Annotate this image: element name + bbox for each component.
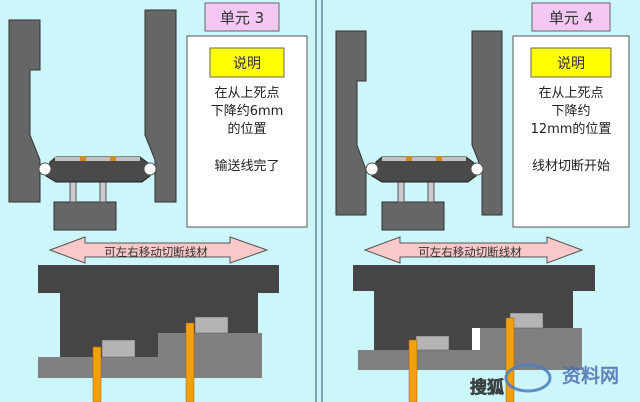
panel-unit-4: 单元 4 说明 在从上死点 下降约 12mm的位置 线材切断开始 可左右移动切断… <box>335 2 630 402</box>
note-line: 输送线完了 <box>214 158 279 174</box>
roller <box>143 162 157 176</box>
cutter-block <box>415 335 450 351</box>
note-line: 线材切断开始 <box>532 159 610 174</box>
lower-die-plate <box>358 350 582 370</box>
support-block <box>53 201 117 231</box>
panel-unit-3: 单元 3 说明 在从上死点 下降约6mm 的位置 输送线完了 可左右移动切断线材 <box>8 2 308 402</box>
orange-pin <box>505 317 515 402</box>
wire-contact <box>80 156 86 161</box>
note-line: 下降约6mm <box>211 104 284 119</box>
note-header-box <box>530 47 612 78</box>
move-arrow <box>363 236 584 264</box>
support-block <box>381 201 445 231</box>
note-header: 说明 <box>557 56 585 72</box>
cutter-block <box>101 339 136 358</box>
orange-pin <box>408 339 418 402</box>
note-line: 在从上死点 <box>214 86 279 101</box>
note-line: 的位置 <box>227 121 266 137</box>
lower-die-step <box>158 333 262 357</box>
watermark: 搜狐 资料网 <box>470 363 619 398</box>
unit-title: 单元 4 <box>549 9 593 27</box>
lower-die-step <box>480 328 582 350</box>
note-header: 说明 <box>233 56 261 72</box>
wire-strip <box>55 157 140 161</box>
note-line: 12mm的位置 <box>531 121 612 137</box>
left-cutter-wall <box>8 19 41 203</box>
move-arrow <box>48 236 269 264</box>
wire-strip <box>382 157 466 161</box>
unit-title: 单元 3 <box>220 9 264 27</box>
left-cutter-wall <box>335 30 367 216</box>
right-cutter-wall <box>144 9 177 203</box>
orange-pin <box>92 346 102 402</box>
arrow-label: 可左右移动切断线材 <box>418 245 522 259</box>
cut-gap <box>472 328 480 350</box>
watermark-logo <box>504 363 552 393</box>
orange-pin <box>185 322 195 402</box>
note-line: 下降约 <box>551 104 590 119</box>
roller <box>470 162 484 176</box>
wire-contact <box>436 156 442 161</box>
watermark-left: 搜狐 <box>470 377 504 398</box>
right-cutter-wall <box>471 30 503 216</box>
arrow-label: 可左右移动切断线材 <box>104 245 208 259</box>
roller <box>38 162 52 176</box>
note-header-box <box>209 47 285 78</box>
watermark-right: 资料网 <box>562 364 619 387</box>
cutter-block <box>194 316 229 334</box>
roller <box>365 162 379 176</box>
wire-contact <box>406 156 412 161</box>
note-line: 在从上死点 <box>538 86 603 101</box>
lower-die-plate <box>38 357 262 378</box>
wire-contact <box>110 156 116 161</box>
cutter-block <box>509 312 544 329</box>
unit-title-box <box>531 2 611 32</box>
unit-title-box <box>204 2 280 32</box>
